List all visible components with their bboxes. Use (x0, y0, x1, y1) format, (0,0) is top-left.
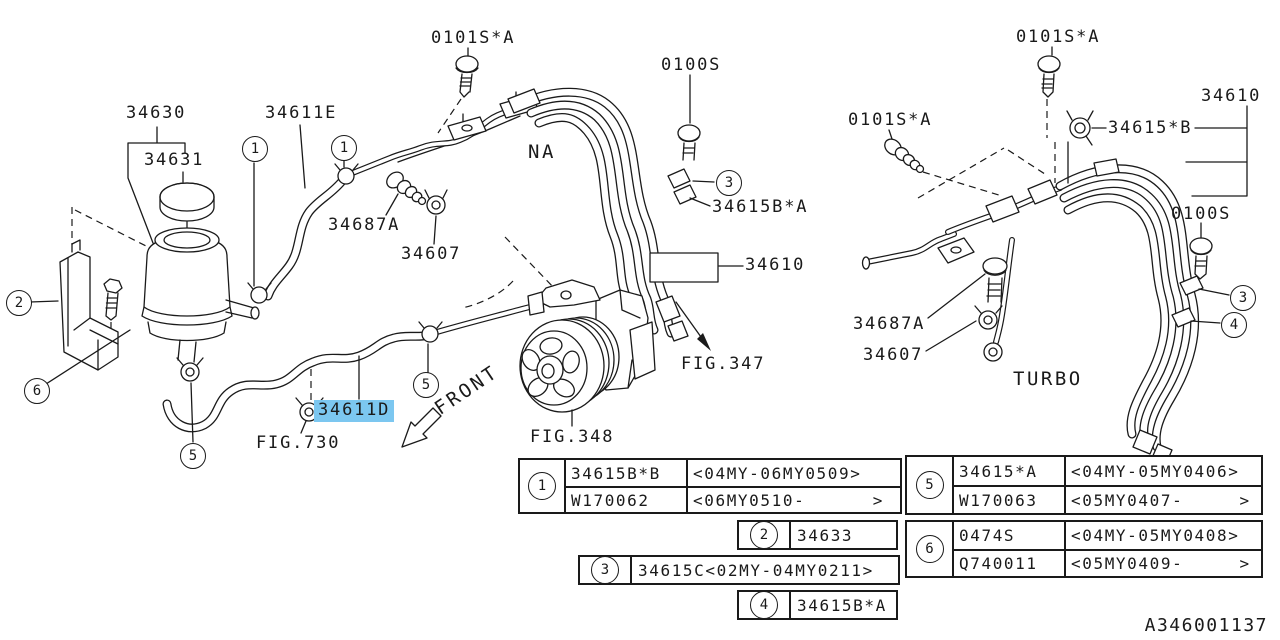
ref-table-1: 1 34615B*B <04MY-06MY0509> W170062 <06MY… (518, 458, 902, 514)
callout-1-table: 1 (528, 472, 556, 500)
callout-2-table: 2 (750, 521, 778, 549)
callout-2[interactable]: 2 (6, 290, 32, 316)
callout-4-table: 4 (750, 591, 778, 619)
table-cell: <06MY0510- > (686, 486, 900, 512)
bolt-34687a-turbo (982, 257, 1008, 303)
ref-table-3-callout: 3 (580, 556, 632, 584)
part-label-34615ba[interactable]: 34615B*A (712, 197, 809, 217)
fitting-34687a-na (386, 171, 427, 206)
table-cell: <05MY0407- > (1064, 485, 1261, 513)
callout-4-turbo[interactable]: 4 (1221, 312, 1247, 338)
callout-6-table: 6 (915, 535, 944, 563)
clamp-1-left (247, 282, 272, 304)
bolt-0101sa-turbo-top (1037, 55, 1061, 98)
table-cell: 0474S (959, 526, 1016, 545)
callout-5-mid[interactable]: 5 (413, 372, 439, 398)
ref-table-6-callout: 6 (907, 522, 954, 576)
bolt-0101sa-na (455, 55, 479, 98)
dashed-lines-left (71, 98, 557, 400)
table-cell: <04MY-05MY0408> (1064, 522, 1261, 549)
part-label-34611e[interactable]: 34611E (265, 103, 338, 123)
pump-drawing (519, 279, 656, 413)
bolt-callout6-drawing (103, 278, 123, 321)
callout-6[interactable]: 6 (24, 378, 50, 404)
table-cell: W170062 (566, 486, 686, 512)
table-cell: 34615B*B (571, 463, 661, 483)
part-label-34615b[interactable]: 34615*B (1108, 118, 1193, 138)
fig347-arrow (675, 301, 711, 351)
diagram-number: A346001137 (1144, 615, 1268, 636)
ref-table-4-callout: 4 (739, 591, 791, 619)
part-label-0101sa-na[interactable]: 0101S*A (431, 28, 516, 48)
table-cell: 34615B*A (797, 595, 887, 615)
table-cell: <05MY0409- > (1064, 549, 1261, 576)
table-cell: W170063 (954, 485, 1064, 513)
part-label-34687a-na[interactable]: 34687A (328, 215, 401, 235)
reservoir-cap-drawing (159, 182, 215, 231)
callout-5-table: 5 (915, 471, 944, 499)
part-label-34687a-turbo[interactable]: 34687A (853, 314, 926, 334)
callout-3-na[interactable]: 3 (716, 170, 742, 196)
table-cell: <04MY-05MY0406> (1064, 457, 1261, 485)
reservoir-drawing (141, 227, 260, 382)
clamp-34607-na (424, 189, 448, 215)
callout-1-left[interactable]: 1 (242, 136, 268, 162)
table-cell: <04MY-06MY0509> (686, 460, 900, 486)
ref-table-3: 3 34615C<02MY-04MY0211> (578, 555, 900, 585)
clamp-3-na (667, 168, 697, 205)
na-pipe-assembly (344, 91, 539, 184)
bracket-drawing (59, 239, 119, 371)
turbo-pipe-assembly (861, 179, 1063, 362)
ref-table-6: 6 0474S <04MY-05MY0408> Q740011 <05MY040… (905, 520, 1263, 578)
ref-table-5-callout: 5 (907, 457, 954, 513)
fig-347-link[interactable]: FIG.347 (681, 354, 766, 374)
part-label-34607-na[interactable]: 34607 (401, 244, 462, 264)
clamp-34615b (1066, 110, 1094, 146)
part-label-0100s-turbo[interactable]: 0100S (1171, 204, 1232, 224)
table-cell: 34615C<02MY-04MY0211> (638, 560, 874, 580)
ref-table-5: 5 34615*A <04MY-05MY0406> W170063 <05MY0… (905, 455, 1263, 515)
part-label-34607-turbo[interactable]: 34607 (863, 345, 924, 365)
part-label-0100s-na[interactable]: 0100S (661, 55, 722, 75)
bolt-0100s-turbo (1189, 237, 1213, 280)
part-label-0101sa-turbo-left[interactable]: 0101S*A (848, 110, 933, 130)
ref-table-2-callout: 2 (739, 521, 791, 549)
table-cell: Q740011 (954, 549, 1064, 576)
clamp-1-right (334, 163, 359, 185)
table-cell: 34615*A (959, 461, 1038, 481)
part-label-34610-turbo[interactable]: 34610 (1201, 86, 1262, 106)
dashed-lines-turbo (917, 99, 1069, 199)
callout-3-table: 3 (591, 556, 619, 584)
callout-1-right[interactable]: 1 (331, 135, 357, 161)
na-hoses-drawing (507, 87, 689, 342)
clamp-fig730 (295, 397, 324, 422)
part-label-34631[interactable]: 34631 (144, 150, 205, 170)
table-cell: 34633 (797, 525, 854, 545)
fig-348-link[interactable]: FIG.348 (530, 427, 615, 447)
box-34610-na (649, 252, 719, 283)
callout-5-left[interactable]: 5 (180, 443, 206, 469)
leader-lines (29, 46, 1248, 443)
bolt-0101sa-turbo-left (884, 138, 925, 174)
fig-730-link[interactable]: FIG.730 (256, 433, 341, 453)
section-label-na: NA (528, 141, 556, 163)
label-bracket-34630 (127, 126, 186, 244)
part-label-0101sa-turbo-top[interactable]: 0101S*A (1016, 27, 1101, 47)
ref-table-1-callout: 1 (520, 460, 566, 512)
ref-table-4: 4 34615B*A (737, 590, 898, 620)
part-label-34630[interactable]: 34630 (126, 103, 187, 123)
clamp-34607-turbo (974, 305, 1003, 330)
section-label-turbo: TURBO (1013, 368, 1083, 390)
front-arrow (401, 407, 442, 448)
bolt-0100s-na (677, 124, 701, 161)
callout-3-turbo[interactable]: 3 (1230, 285, 1256, 311)
ref-table-2: 2 34633 (737, 520, 898, 550)
clamp-5-mid (418, 321, 443, 343)
part-label-34610-na[interactable]: 34610 (745, 255, 806, 275)
part-label-34611d-highlighted[interactable]: 34611D (314, 400, 395, 422)
hose-34611e-drawing (263, 175, 348, 301)
